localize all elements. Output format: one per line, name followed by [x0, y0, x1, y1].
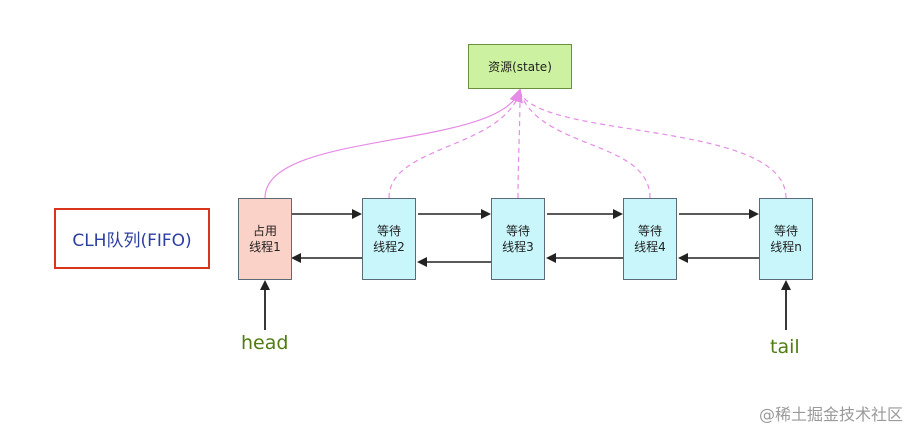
node-thread-2: 等待 线程2 — [362, 198, 416, 280]
node-thread-name: 线程2 — [373, 240, 405, 254]
node4-resource-link — [519, 91, 651, 199]
node-thread-name: 线程n — [770, 240, 802, 254]
node-thread-name: 线程1 — [249, 240, 281, 254]
node-thread-4: 等待 线程4 — [623, 198, 677, 280]
noden-resource-link — [519, 91, 787, 199]
head-label: head — [241, 332, 289, 354]
node-status: 等待 — [637, 224, 662, 238]
clh-queue-label-box: CLH队列(FIFO) — [54, 208, 210, 269]
node-status: 等待 — [376, 224, 401, 238]
node-thread-name: 线程4 — [634, 240, 666, 254]
node2-resource-link — [388, 91, 521, 199]
node3-resource-link — [517, 91, 521, 199]
node-thread-1: 占用 线程1 — [238, 198, 292, 280]
resource-label: 资源(state) — [488, 59, 552, 74]
node-thread-n: 等待 线程n — [759, 198, 813, 280]
node1-resource-link — [264, 88, 523, 199]
node-status: 占用 — [252, 224, 277, 238]
node-status: 等待 — [773, 224, 798, 238]
tail-label: tail — [770, 336, 800, 358]
node-thread-name: 线程3 — [502, 240, 534, 254]
clh-queue-label: CLH队列(FIFO) — [72, 231, 192, 251]
watermark: @稀土掘金技术社区 — [758, 405, 903, 424]
node-status: 等待 — [505, 224, 530, 238]
resource-state-box: 资源(state) — [468, 44, 572, 89]
node-thread-3: 等待 线程3 — [491, 198, 545, 280]
